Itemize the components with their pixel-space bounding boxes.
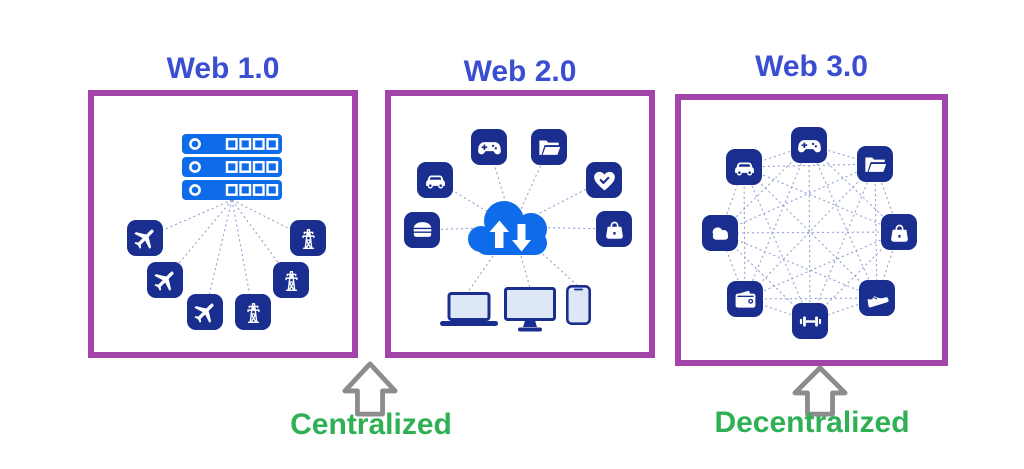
handbag-icon	[596, 211, 632, 247]
centralized-label: Centralized	[290, 408, 452, 441]
server-icon	[182, 134, 282, 200]
web3-panel	[675, 94, 948, 366]
folder-icon	[531, 129, 567, 165]
burger-icon	[404, 212, 440, 248]
shoe-icon	[859, 280, 895, 316]
dumbbell-icon	[792, 303, 828, 339]
controller-icon	[471, 129, 507, 165]
controller-icon	[791, 127, 827, 163]
laptop-icon	[440, 292, 498, 326]
car-icon	[417, 162, 453, 198]
web1-title: Web 1.0	[166, 52, 280, 85]
tower-icon	[235, 294, 271, 330]
heart-icon	[586, 162, 622, 198]
web1-panel	[88, 90, 358, 358]
folder-icon	[857, 146, 893, 182]
plane-icon	[127, 220, 163, 256]
web3-title: Web 3.0	[755, 50, 868, 83]
web2-title: Web 2.0	[463, 55, 577, 88]
monitor-icon	[504, 287, 556, 332]
handbag-icon	[881, 214, 917, 250]
tower-icon	[290, 220, 326, 256]
car-icon	[726, 149, 762, 185]
wallet-icon	[727, 281, 763, 317]
decentralized-label: Decentralized	[714, 406, 910, 439]
up-arrow-icon	[339, 361, 401, 417]
cloud-icon	[702, 215, 738, 251]
phone-icon	[566, 285, 591, 325]
web2-panel	[385, 90, 655, 358]
cloud-sync-icon	[461, 191, 565, 263]
tower-icon	[273, 262, 309, 298]
plane-icon	[147, 262, 183, 298]
plane-icon	[187, 294, 223, 330]
up-arrow-icon	[789, 365, 851, 417]
